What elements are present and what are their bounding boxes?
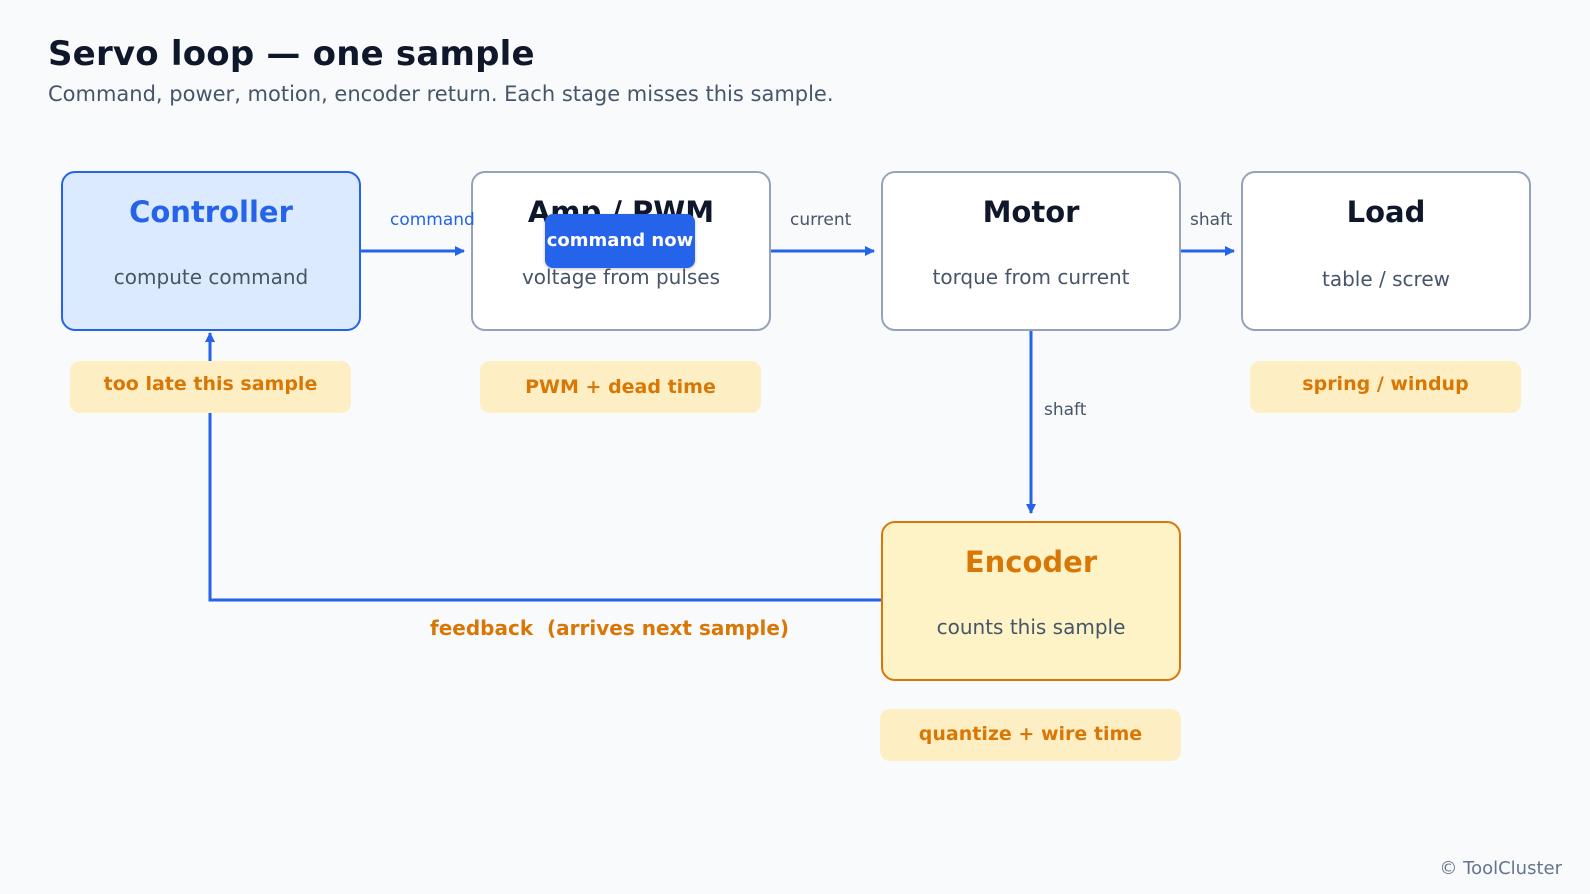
node-controller-desc: compute command bbox=[113, 265, 309, 289]
node-load-name: Load bbox=[1346, 195, 1426, 229]
copyright-text: © ToolCluster bbox=[1439, 858, 1562, 879]
node-controller: Controller compute command bbox=[61, 171, 361, 331]
edge-label-command: command bbox=[390, 210, 475, 230]
node-load-desc: table / screw bbox=[1322, 267, 1450, 291]
command-now-badge: command now bbox=[545, 214, 695, 268]
edge-label-shaft-load: shaft bbox=[1190, 210, 1233, 230]
note-encoder: quantize + wire time bbox=[880, 709, 1181, 761]
node-motor-desc: torque from current bbox=[932, 265, 1130, 289]
page-title: Servo loop — one sample bbox=[48, 34, 535, 74]
note-amp: PWM + dead time bbox=[480, 361, 761, 413]
note-load: spring / windup bbox=[1250, 361, 1521, 413]
page-subtitle: Command, power, motion, encoder return. … bbox=[48, 82, 834, 106]
edge-label-current: current bbox=[790, 210, 852, 230]
node-motor-name: Motor bbox=[982, 195, 1080, 229]
node-load: Load table / screw bbox=[1241, 171, 1531, 331]
node-controller-name: Controller bbox=[129, 195, 293, 229]
node-amp-desc: voltage from pulses bbox=[521, 265, 721, 289]
node-encoder-name: Encoder bbox=[964, 545, 1098, 579]
node-encoder-desc: counts this sample bbox=[936, 615, 1126, 639]
node-encoder: Encoder counts this sample bbox=[881, 521, 1181, 681]
edge-label-shaft-encoder: shaft bbox=[1044, 400, 1087, 420]
edge-feedback-arrow bbox=[205, 332, 881, 602]
edge-label-feedback: feedback (arrives next sample) bbox=[430, 616, 790, 640]
node-motor: Motor torque from current bbox=[881, 171, 1181, 331]
note-controller: too late this sample bbox=[70, 361, 351, 413]
